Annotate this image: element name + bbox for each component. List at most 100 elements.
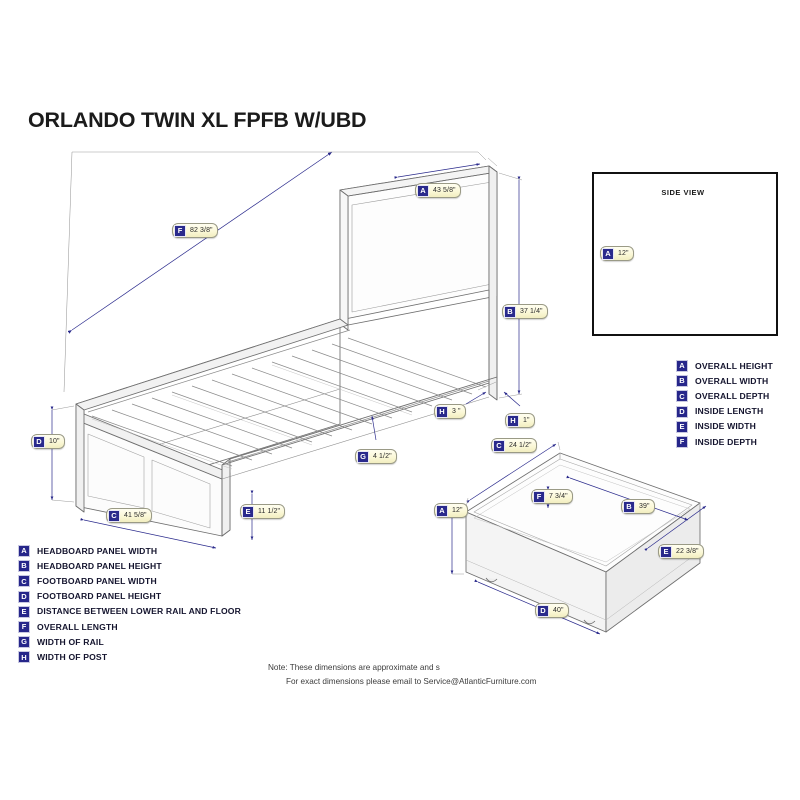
legend-label: DISTANCE BETWEEN LOWER RAIL AND FLOOR	[37, 606, 241, 617]
legend-letter-badge: E	[18, 605, 30, 618]
bed-dimension-lines	[50, 151, 523, 549]
callout-value: 40"	[553, 607, 564, 614]
callout-value: 82 3/8"	[190, 227, 213, 234]
callout-letter-badge: D	[537, 604, 549, 617]
legend-label: INSIDE DEPTH	[695, 436, 757, 447]
legend-label: OVERALL LENGTH	[37, 621, 118, 632]
drawer-legend-row-b: B OVERALL WIDTH	[676, 375, 773, 388]
bed-headboard-height-callout: B 37 1/4"	[502, 304, 548, 319]
drawer-legend-row-a: A OVERALL HEIGHT	[676, 360, 773, 372]
legend-label: OVERALL WIDTH	[695, 375, 769, 386]
callout-value: 37 1/4"	[520, 308, 543, 315]
footboard-posts	[75, 403, 231, 537]
callout-letter-badge: D	[33, 435, 45, 448]
bed-rail-width-callout: G 4 1/2"	[355, 449, 397, 464]
bed-post-width-2-callout: H 1"	[505, 413, 535, 428]
callout-value: 4 1/2"	[373, 453, 392, 460]
callout-value: 39"	[639, 503, 650, 510]
legend-label: HEADBOARD PANEL HEIGHT	[37, 560, 162, 571]
legend-letter-badge: F	[676, 435, 688, 448]
callout-value: 1"	[523, 417, 530, 424]
legend-label: OVERALL DEPTH	[695, 391, 770, 402]
callout-value: 43 5/8"	[433, 187, 456, 194]
bed-legend-row-h: H WIDTH OF POST	[18, 651, 241, 664]
slat-platform	[87, 329, 490, 470]
legend-letter-badge: A	[18, 545, 30, 557]
legend-label: FOOTBOARD PANEL HEIGHT	[37, 591, 162, 602]
drawer-legend: A OVERALL HEIGHT B OVERALL WIDTH C OVERALL DE…	[676, 360, 773, 451]
callout-value: 24 1/2"	[509, 442, 532, 449]
note-line-1: Note: These dimensions are approximate a…	[268, 663, 440, 672]
callout-letter-badge: F	[174, 224, 186, 237]
legend-label: FOOTBOARD PANEL WIDTH	[37, 576, 157, 587]
legend-label: OVERALL HEIGHT	[695, 360, 773, 371]
legend-letter-badge: G	[18, 636, 30, 649]
legend-letter-badge: H	[18, 651, 30, 664]
callout-value: 12"	[452, 507, 463, 514]
callout-letter-badge: A	[417, 184, 429, 197]
legend-letter-badge: D	[18, 590, 30, 603]
callout-letter-badge: B	[623, 500, 635, 513]
callout-letter-badge: A	[602, 247, 614, 260]
legend-letter-badge: C	[18, 575, 30, 588]
bed-rail-floor-callout: E 11 1/2"	[240, 504, 286, 519]
callout-value: 3 "	[452, 408, 461, 415]
bed-footboard-height-callout: D 10"	[31, 434, 65, 449]
bed-post-width-1-callout: H 3 "	[434, 404, 466, 419]
legend-label: WIDTH OF POST	[37, 652, 108, 663]
drawer-inside-width-callout: E 22 3/8"	[658, 544, 704, 559]
callout-value: 7 3/4"	[549, 493, 568, 500]
callout-letter-badge: C	[493, 439, 505, 452]
callout-letter-badge: E	[660, 545, 672, 558]
bed-legend-row-d: D FOOTBOARD PANEL HEIGHT	[18, 590, 241, 603]
drawer-overall-depth-callout: C 24 1/2"	[491, 438, 537, 453]
legend-label: HEADBOARD PANEL WIDTH	[37, 545, 158, 556]
callout-letter-badge: A	[436, 504, 448, 517]
bed-legend-row-a: A HEADBOARD PANEL WIDTH	[18, 545, 241, 557]
callout-value: 10"	[49, 438, 60, 445]
bed-legend-row-e: E DISTANCE BETWEEN LOWER RAIL AND FLOOR	[18, 605, 241, 618]
legend-label: WIDTH OF RAIL	[37, 636, 104, 647]
legend-letter-badge: C	[676, 390, 688, 403]
callout-letter-badge: E	[242, 505, 254, 518]
bed-legend-row-g: G WIDTH OF RAIL	[18, 636, 241, 649]
note: Note: These dimensions are approximate a…	[268, 661, 536, 689]
bed-headboard-width-callout: A 43 5/8"	[415, 183, 461, 198]
bed-legend-row-c: C FOOTBOARD PANEL WIDTH	[18, 575, 241, 588]
legend-label: INSIDE LENGTH	[695, 406, 764, 417]
legend-letter-badge: A	[676, 360, 688, 372]
legend-letter-badge: F	[18, 620, 30, 633]
legend-letter-badge: E	[676, 420, 688, 433]
callout-value: 11 1/2"	[258, 508, 281, 515]
callout-letter-badge: F	[533, 490, 545, 503]
drawer-overall-height-callout: A 12"	[434, 503, 468, 518]
drawer-inside-length-callout: D 40"	[535, 603, 569, 618]
callout-letter-badge: G	[357, 450, 369, 463]
footboard-panel	[75, 413, 231, 537]
side-view-title: SIDE VIEW	[661, 188, 705, 197]
callout-letter-badge: B	[504, 305, 516, 318]
drawer-legend-row-f: F INSIDE DEPTH	[676, 435, 773, 448]
sideview-overall-height-callout: A 12"	[600, 246, 634, 261]
legend-label: INSIDE WIDTH	[695, 421, 756, 432]
callout-letter-badge: C	[108, 509, 120, 522]
callout-letter-badge: H	[507, 414, 519, 427]
callout-letter-badge: H	[436, 405, 448, 418]
drawer-overall-width-callout: B 39"	[621, 499, 655, 514]
legend-letter-badge: D	[676, 405, 688, 418]
callout-value: 12"	[618, 250, 629, 257]
note-line-2: For exact dimensions please email to Ser…	[286, 677, 537, 686]
callout-value: 22 3/8"	[676, 548, 699, 555]
drawer-legend-row-c: C OVERALL DEPTH	[676, 390, 773, 403]
drawer-legend-row-d: D INSIDE LENGTH	[676, 405, 773, 418]
headboard-posts	[339, 165, 498, 401]
drawer-legend-row-e: E INSIDE WIDTH	[676, 420, 773, 433]
page-title: ORLANDO TWIN XL FPFB W/UBD	[28, 108, 367, 132]
bed-legend-row-f: F OVERALL LENGTH	[18, 620, 241, 633]
legend-letter-badge: B	[676, 375, 688, 388]
